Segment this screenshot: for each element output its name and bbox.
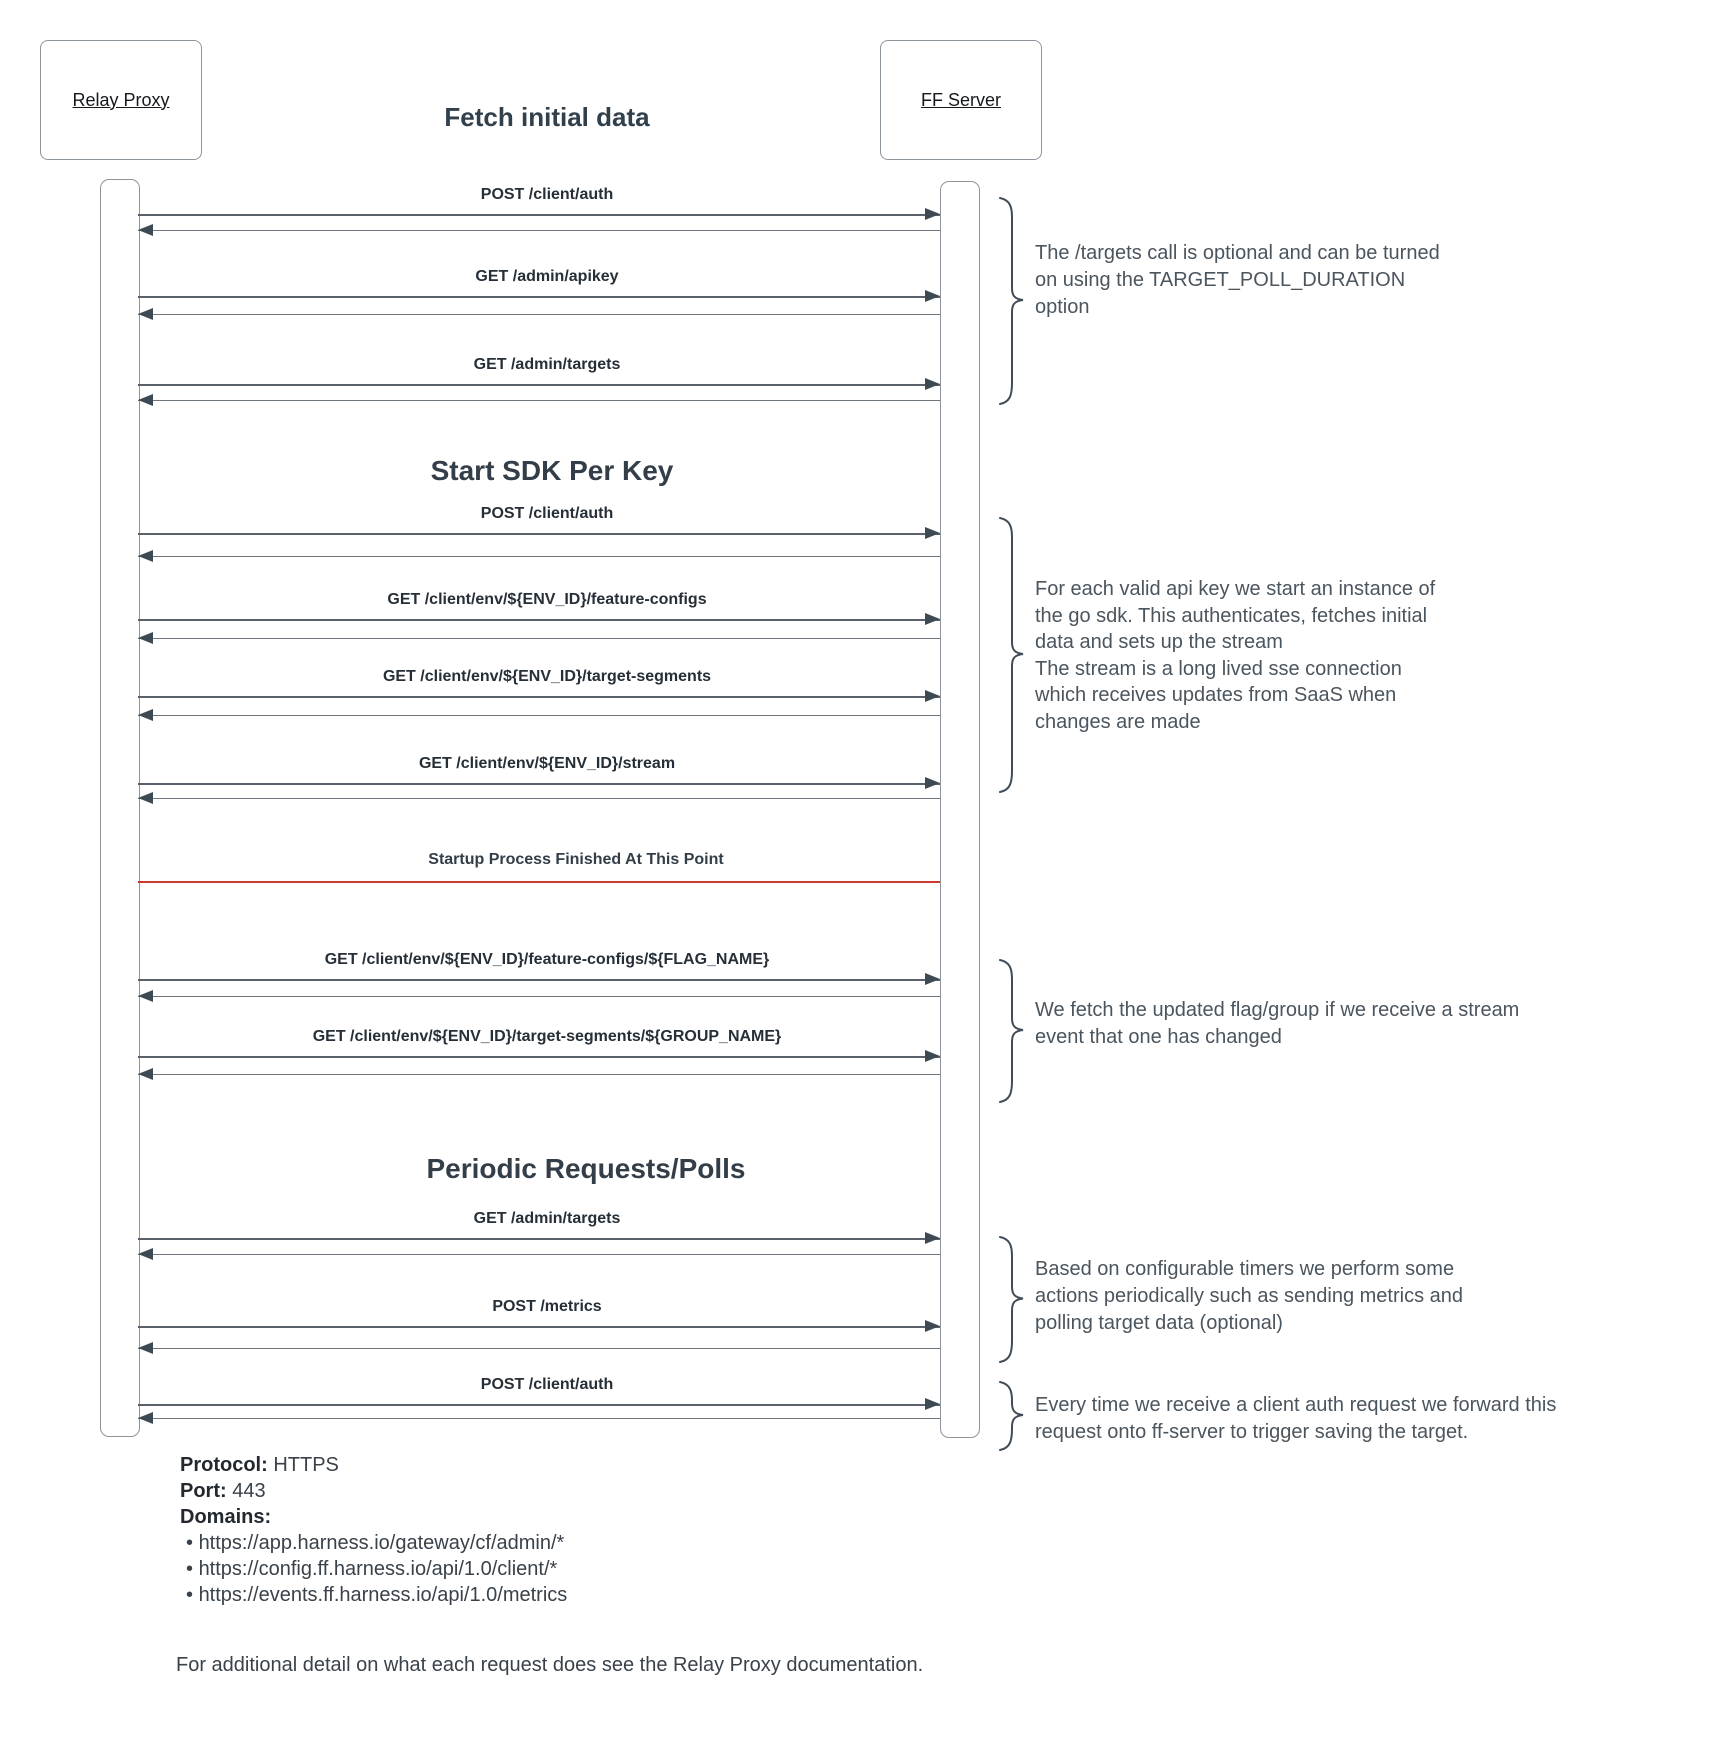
response-arrow: [138, 989, 940, 1002]
response-arrow: [138, 708, 940, 721]
message-label: GET /admin/apikey: [475, 268, 619, 285]
section-heading: Periodic Requests/Polls: [426, 1153, 746, 1184]
message-label: GET /admin/targets: [473, 1210, 621, 1227]
message-label: POST /client/auth: [480, 1376, 614, 1393]
annotation-client-auth-forward: Every time we receive a client auth requ…: [1035, 1394, 1557, 1443]
response-arrow: [138, 1411, 940, 1424]
port-line: Port: 443: [180, 1478, 567, 1504]
port-value: 443: [232, 1480, 266, 1502]
domain-item: https://app.harness.io/gateway/cf/admin/…: [180, 1530, 567, 1556]
annotation-sdk-per-key: For each valid api key we start an insta…: [1035, 578, 1436, 733]
port-label: Port:: [180, 1480, 227, 1502]
footer-info: Protocol: HTTPS Port: 443 Domains: https…: [180, 1452, 567, 1608]
protocol-line: Protocol: HTTPS: [180, 1452, 567, 1478]
annotation-stream-event-fetch: We fetch the updated flag/group if we re…: [1035, 999, 1520, 1048]
message-label: POST /client/auth: [480, 505, 614, 522]
curly-brace: [999, 517, 1024, 793]
protocol-value: HTTPS: [273, 1454, 339, 1476]
protocol-label: Protocol:: [180, 1454, 268, 1476]
response-arrow: [138, 791, 940, 804]
startup-divider-line: [138, 881, 940, 883]
curly-brace: [999, 1236, 1024, 1363]
domains-label: Domains:: [180, 1506, 272, 1528]
message-label: GET /client/env/${ENV_ID}/target-segment…: [312, 1028, 782, 1045]
request-arrow: [138, 290, 940, 302]
startup-divider-label: Startup Process Finished At This Point: [428, 851, 724, 868]
domain-item: https://events.ff.harness.io/api/1.0/met…: [180, 1582, 568, 1608]
message-label: GET /client/env/${ENV_ID}/feature-config…: [387, 591, 707, 608]
response-arrow: [138, 223, 940, 236]
request-arrow: [138, 690, 940, 702]
request-arrow: [138, 1050, 940, 1062]
response-arrow: [138, 1341, 940, 1354]
lifeline-ff-server: [940, 181, 980, 1438]
section-heading: Start SDK Per Key: [430, 455, 674, 486]
request-arrow: [138, 973, 940, 985]
annotation-periodic-timers: Based on configurable timers we perform …: [1035, 1258, 1463, 1334]
curly-brace: [999, 197, 1024, 405]
message-label: GET /admin/targets: [473, 356, 621, 373]
actor-ff-server: FF Server: [880, 40, 1042, 160]
curly-brace: [999, 1381, 1024, 1451]
curly-brace: [999, 959, 1024, 1103]
message-label: GET /client/env/${ENV_ID}/target-segment…: [382, 668, 712, 685]
request-arrow: [138, 208, 940, 220]
message-label: POST /metrics: [492, 1298, 602, 1315]
documentation-note: For additional detail on what each reque…: [176, 1654, 924, 1676]
actor-relay-proxy: Relay Proxy: [40, 40, 202, 160]
actor-ff-server-label: FF Server: [920, 89, 1001, 110]
message-label: GET /client/env/${ENV_ID}/feature-config…: [324, 951, 770, 968]
message-label: POST /client/auth: [480, 186, 614, 203]
annotation-targets-optional: The /targets call is optional and can be…: [1035, 242, 1440, 318]
lifeline-relay-proxy: [100, 179, 140, 1437]
message-label: GET /client/env/${ENV_ID}/stream: [418, 755, 676, 772]
request-arrow: [138, 1320, 940, 1332]
actor-relay-proxy-label: Relay Proxy: [72, 89, 170, 110]
response-arrow: [138, 631, 940, 644]
diagram-title: Fetch initial data: [444, 102, 650, 132]
response-arrow: [138, 549, 940, 562]
request-arrow: [138, 1398, 940, 1410]
request-arrow: [138, 527, 940, 539]
response-arrow: [138, 307, 940, 320]
request-arrow: [138, 613, 940, 625]
request-arrow: [138, 777, 940, 789]
request-arrow: [138, 378, 940, 390]
domain-item: https://config.ff.harness.io/api/1.0/cli…: [180, 1556, 567, 1582]
request-arrow: [138, 1232, 940, 1244]
response-arrow: [138, 393, 940, 406]
response-arrow: [138, 1247, 940, 1260]
response-arrow: [138, 1067, 940, 1080]
